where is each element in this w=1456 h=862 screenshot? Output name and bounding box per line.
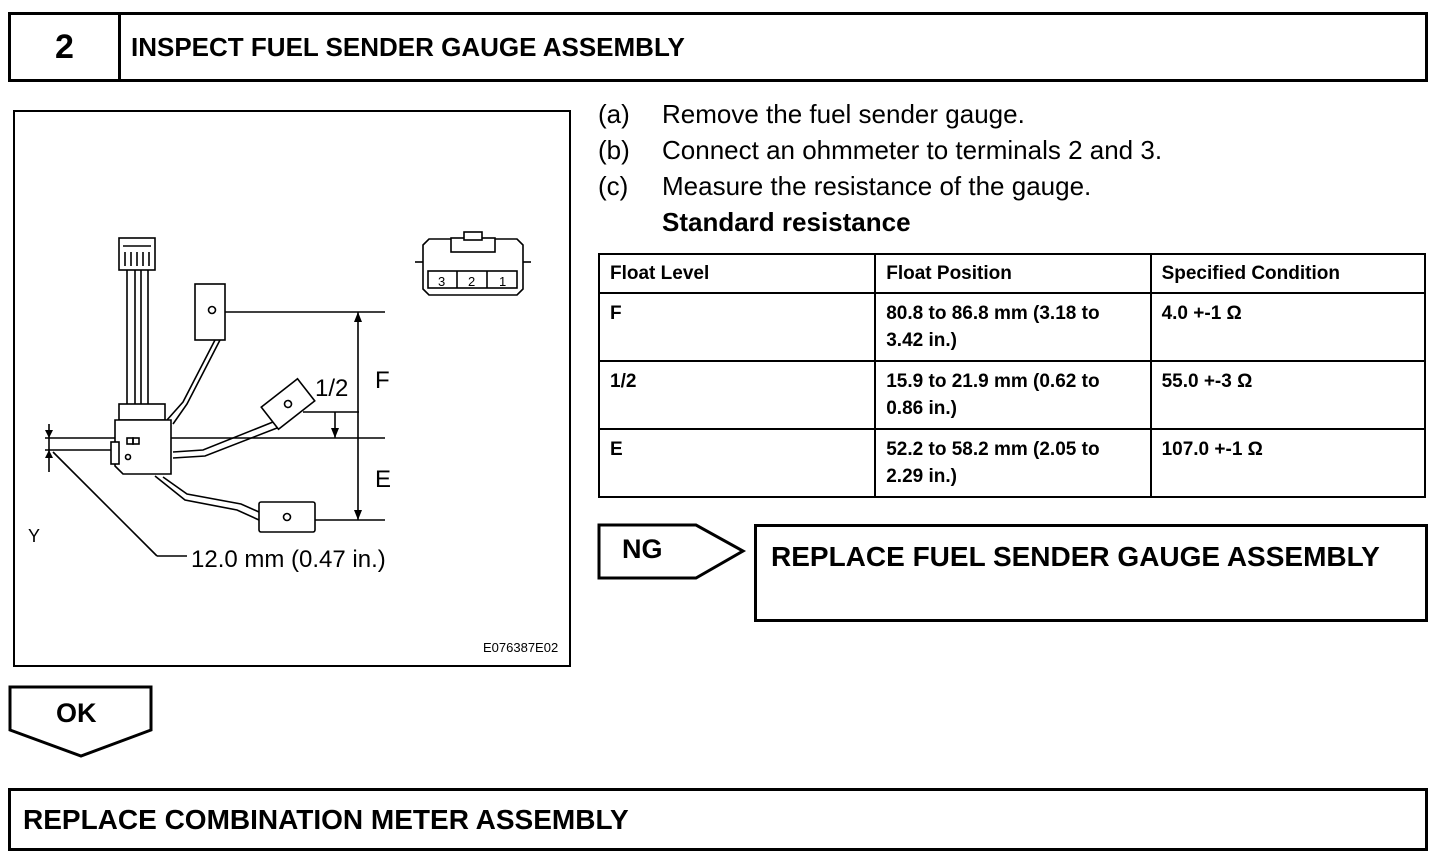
- sender-body-shape: [114, 419, 172, 475]
- instruction-letter: (b): [598, 135, 630, 165]
- table-cell: 4.0 +-1 Ω: [1149, 292, 1427, 362]
- instruction-a: (a) Remove the fuel sender gauge.: [598, 96, 1025, 132]
- half-level-label: 1/2: [315, 375, 348, 402]
- arrowhead: [354, 510, 362, 520]
- table-cell: F: [597, 292, 877, 362]
- f-level-label: F: [375, 367, 390, 394]
- step-header: 2 INSPECT FUEL SENDER GAUGE ASSEMBLY: [8, 12, 1428, 82]
- y-label: Y: [28, 526, 40, 546]
- table-header: Specified Condition: [1149, 253, 1427, 294]
- table-cell: 80.8 to 86.8 mm (3.18 to 3.42 in.): [874, 292, 1152, 362]
- ng-label: NG: [622, 534, 663, 564]
- fuel-sender-illustration: 3 2 1 1/2 F E Y 12.0 mm (0.47 in.) E0763…: [13, 110, 571, 667]
- step-title: INSPECT FUEL SENDER GAUGE ASSEMBLY: [131, 31, 685, 62]
- instruction-letter: (a): [598, 99, 630, 129]
- table-row: E 52.2 to 58.2 mm (2.05 to 2.29 in.) 107…: [597, 428, 1427, 498]
- table-cell: 55.0 +-3 Ω: [1149, 360, 1427, 430]
- fuel-sender-diagram: 3 2 1 1/2 F E Y 12.0 mm (0.47 in.) E0763…: [28, 231, 558, 655]
- arrowhead: [354, 312, 362, 322]
- standard-resistance-label: Standard resistance: [662, 207, 911, 237]
- table-cell: 107.0 +-1 Ω: [1149, 428, 1427, 498]
- terminal-3-label: 3: [438, 274, 445, 289]
- table-row: 1/2 15.9 to 21.9 mm (0.62 to 0.86 in.) 5…: [597, 360, 1427, 430]
- arrowhead: [331, 428, 339, 438]
- terminal-1-label: 1: [499, 274, 506, 289]
- dimension-label: 12.0 mm (0.47 in.): [191, 546, 386, 573]
- instruction-c: (c) Measure the resistance of the gauge.: [598, 168, 1091, 204]
- arrowhead: [45, 430, 53, 438]
- table-header-row: Float Level Float Position Specified Con…: [597, 253, 1427, 294]
- figure-code: E076387E02: [483, 640, 558, 655]
- terminal-2-label: 2: [468, 274, 475, 289]
- ok-arrow-icon: [8, 685, 153, 758]
- table-cell: 15.9 to 21.9 mm (0.62 to 0.86 in.): [874, 360, 1152, 430]
- e-level-label: E: [375, 466, 391, 493]
- arrowhead: [45, 450, 53, 458]
- resistance-table: Float Level Float Position Specified Con…: [597, 253, 1427, 498]
- instruction-text: Connect an ohmmeter to terminals 2 and 3…: [662, 135, 1163, 165]
- instruction-b: (b) Connect an ohmmeter to terminals 2 an…: [598, 132, 1162, 168]
- float-half-shape: [260, 377, 316, 431]
- float-e-shape: [258, 501, 316, 533]
- ng-arrow-icon: [597, 523, 747, 580]
- final-action-box: REPLACE COMBINATION METER ASSEMBLY: [8, 788, 1428, 851]
- table-row: F 80.8 to 86.8 mm (3.18 to 3.42 in.) 4.0…: [597, 292, 1427, 362]
- ng-action-box: REPLACE FUEL SENDER GAUGE ASSEMBLY: [754, 524, 1428, 622]
- table-header: Float Position: [874, 253, 1152, 294]
- instruction-text: Measure the resistance of the gauge.: [662, 171, 1092, 201]
- ok-label: OK: [56, 698, 97, 728]
- table-cell: 1/2: [597, 360, 877, 430]
- instruction-text: Remove the fuel sender gauge.: [662, 99, 1025, 129]
- table-cell: E: [597, 428, 877, 498]
- instruction-letter: (c): [598, 171, 629, 201]
- table-cell: 52.2 to 58.2 mm (2.05 to 2.29 in.): [874, 428, 1152, 498]
- step-number: 2: [11, 15, 121, 79]
- table-header: Float Level: [597, 253, 877, 294]
